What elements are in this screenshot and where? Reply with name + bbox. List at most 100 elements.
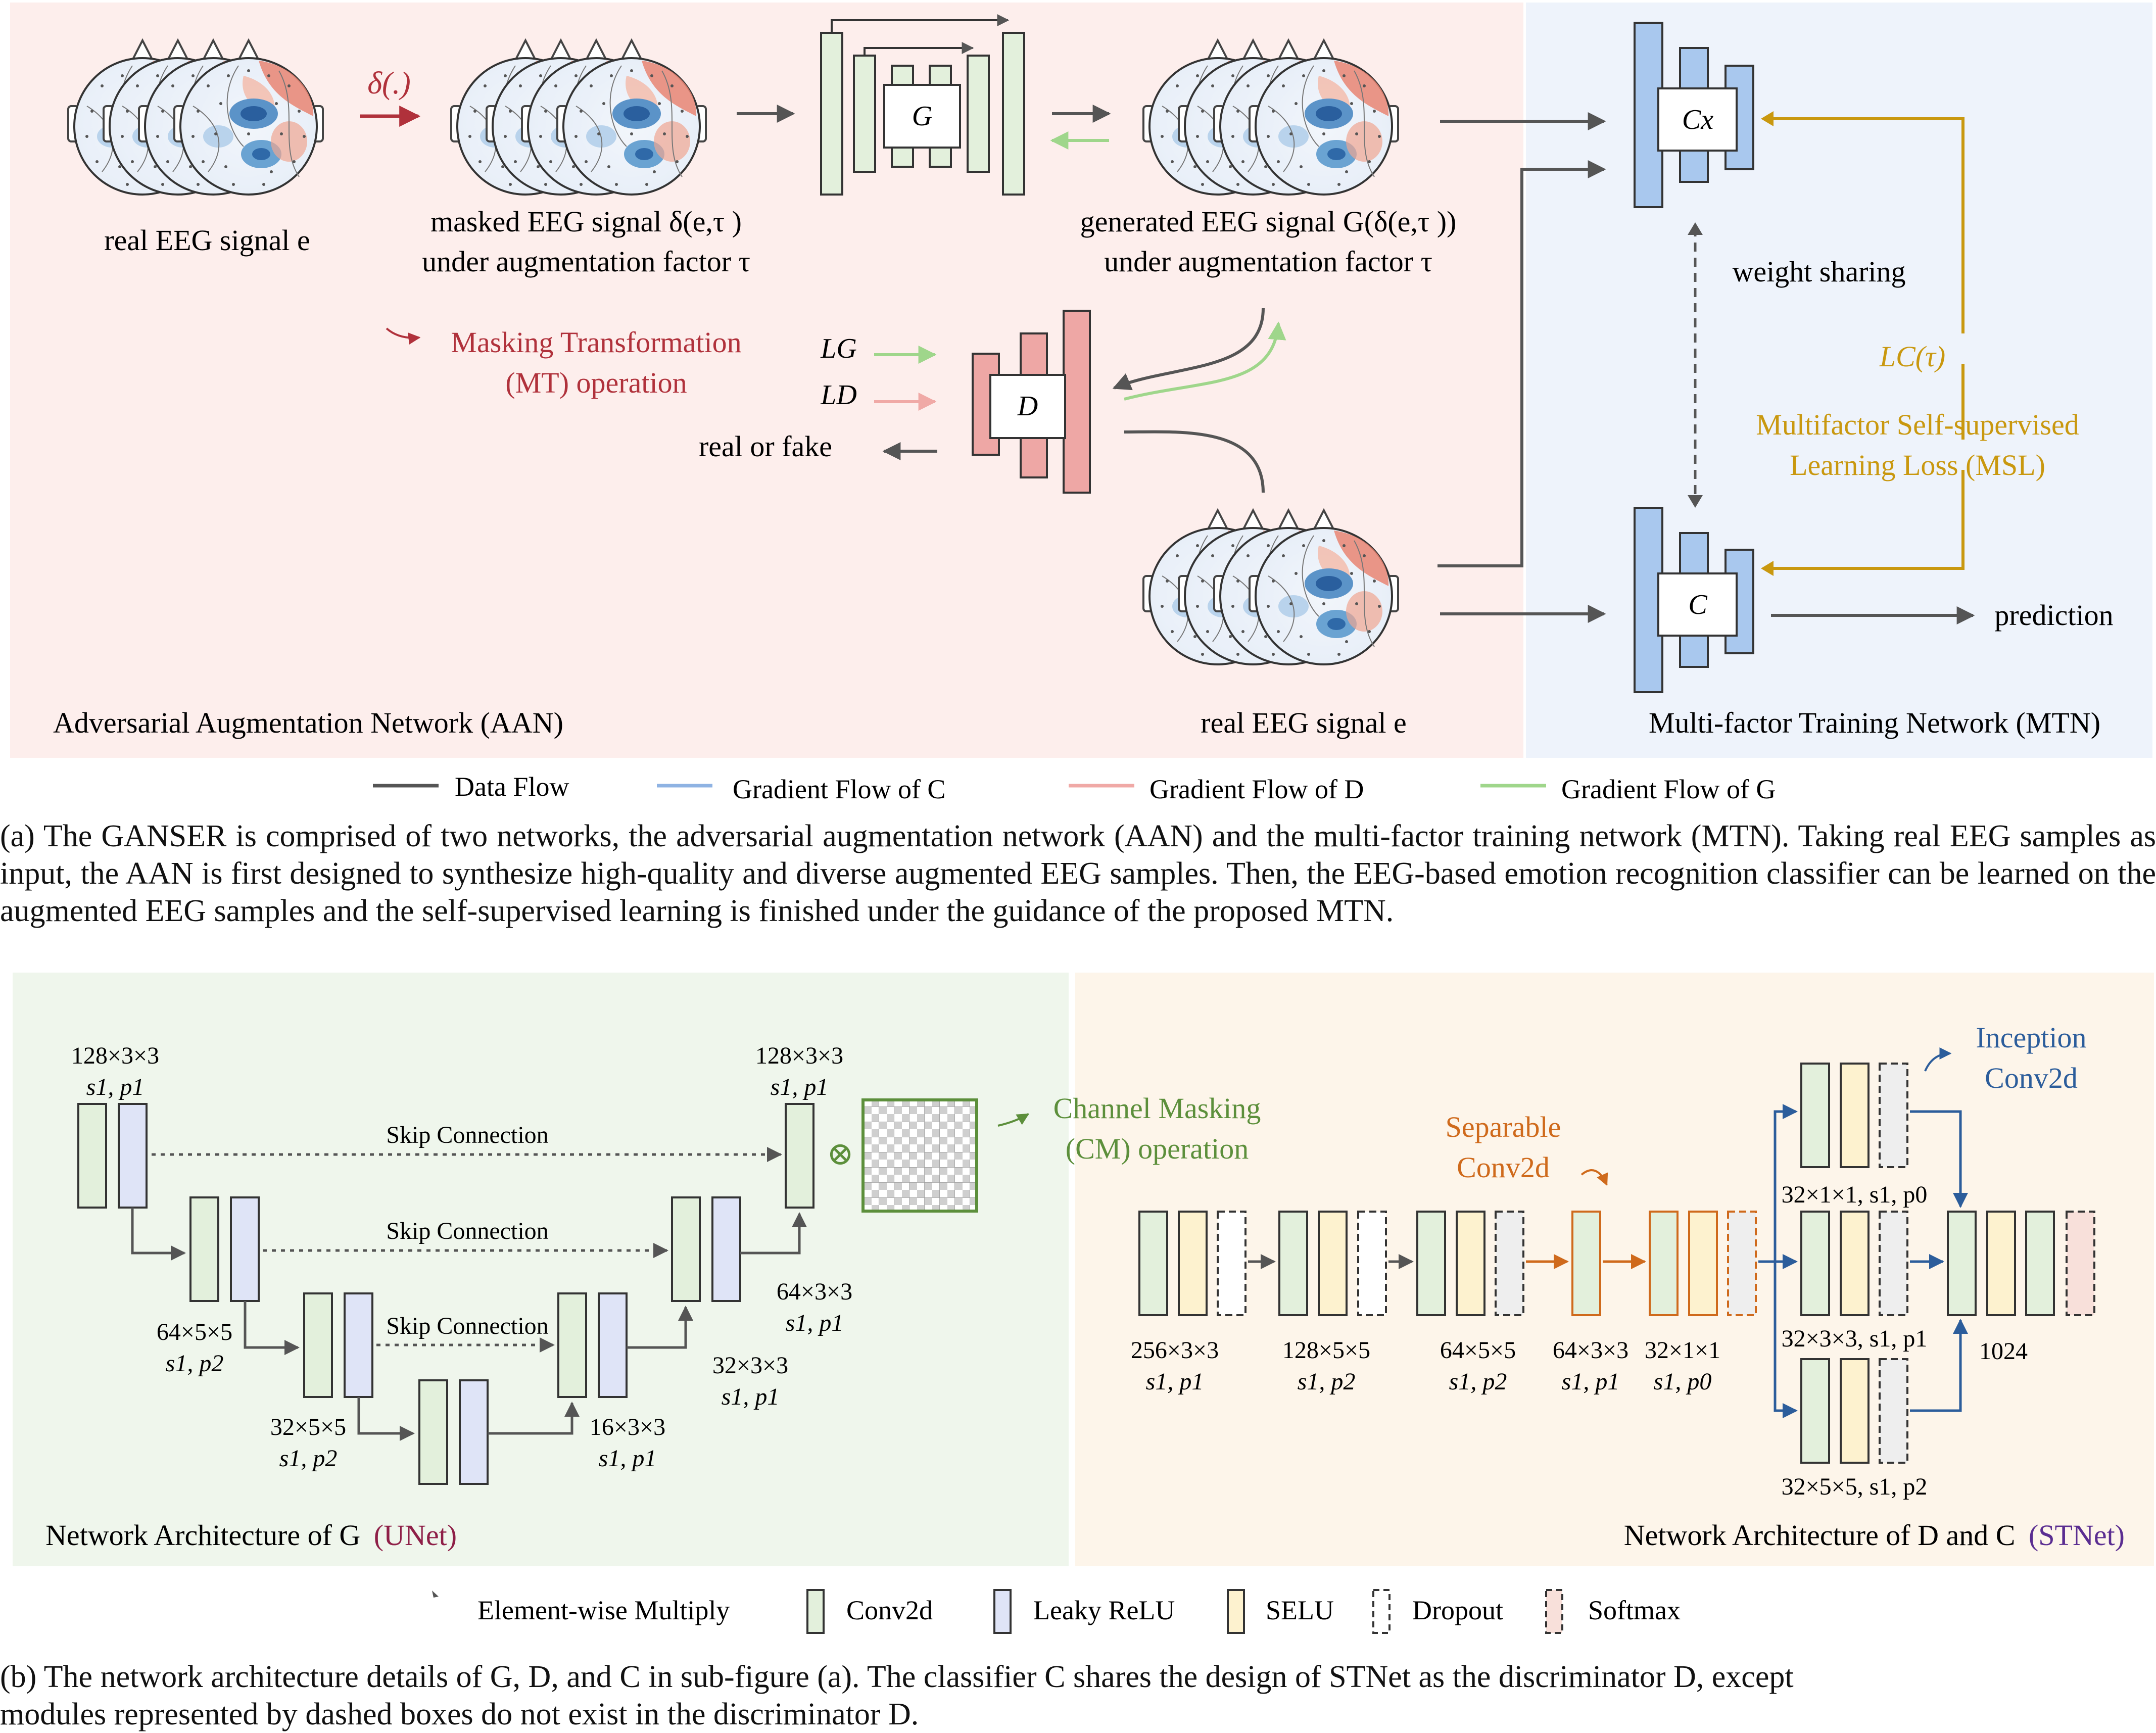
unet-params-1: s1, p1 [86,1074,145,1100]
legend-softmax: Softmax [1588,1595,1681,1625]
c-label: C [1688,589,1707,620]
stnet-dim-labels: 256×3×3 s1, p1 128×5×5 s1, p2 64×5×5 s1,… [1131,1181,2028,1500]
multiply-symbol: ⊗ [827,1136,854,1172]
legend-data-flow: Data Flow [455,772,569,802]
stnet-arrows [1248,1104,1968,1418]
cx-label: Cx [1682,104,1713,135]
legend-conv: Conv2d [846,1595,933,1625]
sep-label-1: Separable [1446,1111,1561,1143]
grad-g-curve [1124,321,1286,401]
legend-dropout-swatch [1372,1589,1391,1634]
unet-title-suffix: (UNet) [374,1519,457,1552]
discriminator-d [972,310,1091,494]
unet-dims-2: 64×5×5 [157,1319,232,1345]
weight-sharing-arrow-down [1688,495,1703,508]
legend-conv-swatch [806,1589,825,1634]
ld-label: LD [820,379,857,411]
unet-params-6: s1, p1 [786,1310,844,1336]
mt-label-1: Masking Transformation [451,326,741,359]
inc-label-2: Conv2d [1985,1062,2078,1094]
stnet-params-2: s1, p2 [1298,1368,1356,1395]
stnet-dims-5: 32×1×1 [1645,1337,1720,1364]
stnet-title-suffix: (STNet) [2029,1519,2125,1552]
stnet-dims-2: 128×5×5 [1282,1337,1370,1364]
real-to-d [1124,430,1265,493]
unet-panel [13,973,1069,1566]
unet-dim-labels: 128×3×3 s1, p1 64×5×5 s1, p2 32×5×5 s1, … [71,1042,852,1472]
aan-title: Adversarial Augmentation Network (AAN) [53,706,563,739]
legend-selu-swatch [1227,1589,1245,1634]
legend-dropout: Dropout [1412,1595,1503,1625]
unet-dims-1: 128×3×3 [71,1042,159,1069]
unet-dims-5: 32×3×3 [712,1352,788,1379]
generated-to-d [1112,308,1265,391]
stnet-title: Network Architecture of D and C (STNet) [1624,1519,2125,1552]
msl-arrow-bottom [1761,561,1774,576]
stnet-params-5: s1, p0 [1654,1368,1712,1395]
mtn-panel [1526,3,2152,758]
stnet-blocks [1138,1063,2095,1464]
skip-lines [152,1147,782,1353]
mtn-title: Multi-factor Training Network (MTN) [1649,706,2100,739]
msl-label-2: Learning Loss (MSL) [1790,449,2045,482]
real-eeg-bottom-label: real EEG signal e [1201,706,1406,739]
unet-title-prefix: Network Architecture of G [45,1519,360,1552]
legend-grad-g: Gradient Flow of G [1561,774,1776,804]
legend-leaky-swatch [993,1589,1012,1634]
delta-op: δ(.) [367,66,411,101]
unet-dims-7: 128×3×3 [755,1042,843,1069]
unet-arrows [131,1208,807,1441]
caption-b-line-1: (b) The network architecture details of … [0,1660,1794,1694]
generator-g [820,14,1025,196]
msl-label-1: Multifactor Self-supervised [1756,408,2079,441]
stnet-dims-1: 256×3×3 [1131,1337,1219,1364]
real-to-cx [1438,160,1606,567]
stnet-params-4: s1, p1 [1562,1368,1620,1395]
unet-dims-4: 16×3×3 [590,1414,665,1440]
sep-label-2: Conv2d [1457,1151,1550,1184]
generated-label-1: generated EEG signal G(δ(e,τ )) [1080,205,1457,238]
fc-label: 1024 [1979,1338,2028,1365]
msl-arrow-top [1761,111,1774,126]
unet-params-2: s1, p2 [166,1350,224,1377]
unet-params-5: s1, p1 [722,1383,780,1410]
inc-label-1: Inception [1976,1021,2086,1054]
stnet-title-prefix: Network Architecture of D and C [1624,1519,2016,1552]
real-eeg-label: real EEG signal e [104,224,310,257]
real-or-fake: real or fake [699,430,832,463]
unet-dims-6: 64×3×3 [777,1278,852,1305]
masked-label-1: masked EEG signal δ(e,τ ) [430,205,742,238]
skip-label-1: Skip Connection [386,1122,548,1148]
inc-bot-label: 32×5×5, s1, p2 [1782,1473,1928,1500]
legend-selu: SELU [1266,1595,1334,1625]
lc-label: LC(τ) [1879,340,1945,373]
weight-sharing-arrow-up [1688,222,1703,235]
unet-dims-3: 32×5×5 [270,1414,346,1440]
legend-softmax-swatch [1545,1589,1563,1634]
unet-params-3: s1, p2 [279,1445,338,1472]
classifier-c [1634,507,1754,693]
stnet-params-3: s1, p2 [1449,1368,1507,1395]
masked-label-2: under augmentation factor τ [422,245,750,278]
weight-sharing-label: weight sharing [1732,255,1905,288]
unet-params-4: s1, p1 [599,1445,657,1472]
mt-curve-arrow [386,327,421,345]
cm-curve-arrow [997,1113,1030,1127]
stnet-dims-4: 64×3×3 [1553,1337,1628,1364]
caption-b-line-2: modules represented by dashed boxes do n… [0,1697,919,1731]
unet-blocks [77,1103,815,1485]
inc-mid-label: 32×3×3, s1, p1 [1782,1325,1928,1352]
unet-title: Network Architecture of G (UNet) [45,1519,457,1552]
inc-curve-arrow [1924,1047,1952,1072]
sep-curve-arrow [1580,1169,1608,1186]
lg-label: LG [820,333,857,364]
legend-b: Element-wise Multiply Conv2d Leaky ReLU … [432,1589,1681,1634]
stnet-params-1: s1, p1 [1146,1368,1204,1395]
legend-grad-d: Gradient Flow of D [1149,774,1364,804]
prediction-label: prediction [1994,599,2113,632]
cm-label-1: Channel Masking [1053,1092,1261,1125]
legend-multiply-icon [432,1591,439,1598]
mt-label-2: (MT) operation [505,366,687,399]
cm-label-2: (CM) operation [1066,1132,1249,1165]
